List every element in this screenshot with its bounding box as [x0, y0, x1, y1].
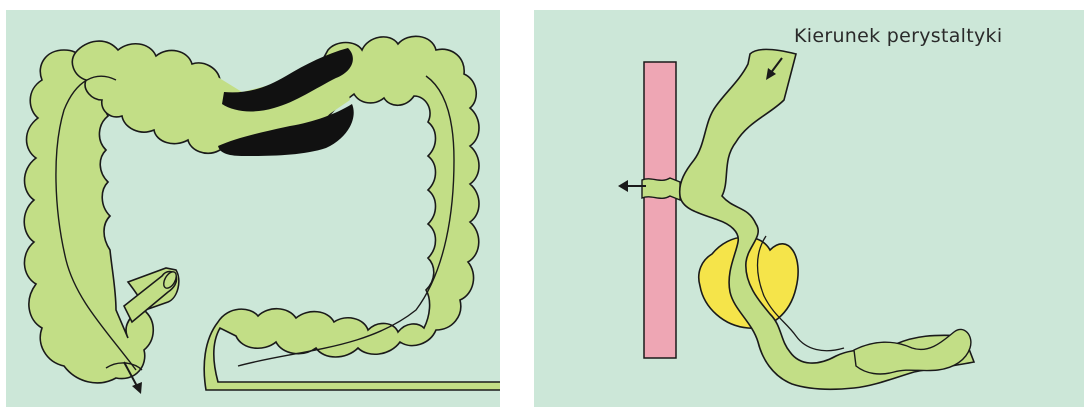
- fistula-diagram: [534, 10, 1084, 407]
- abdominal-wall: [644, 62, 676, 358]
- fistula-channel: [642, 178, 680, 200]
- left-panel-colon-stricture: [6, 10, 500, 407]
- peristalsis-direction-caption: Kierunek perystaltyki: [794, 25, 1002, 47]
- right-panel-fistula: Kierunek perystaltyki: [534, 10, 1084, 407]
- colon-diagram: [6, 10, 500, 407]
